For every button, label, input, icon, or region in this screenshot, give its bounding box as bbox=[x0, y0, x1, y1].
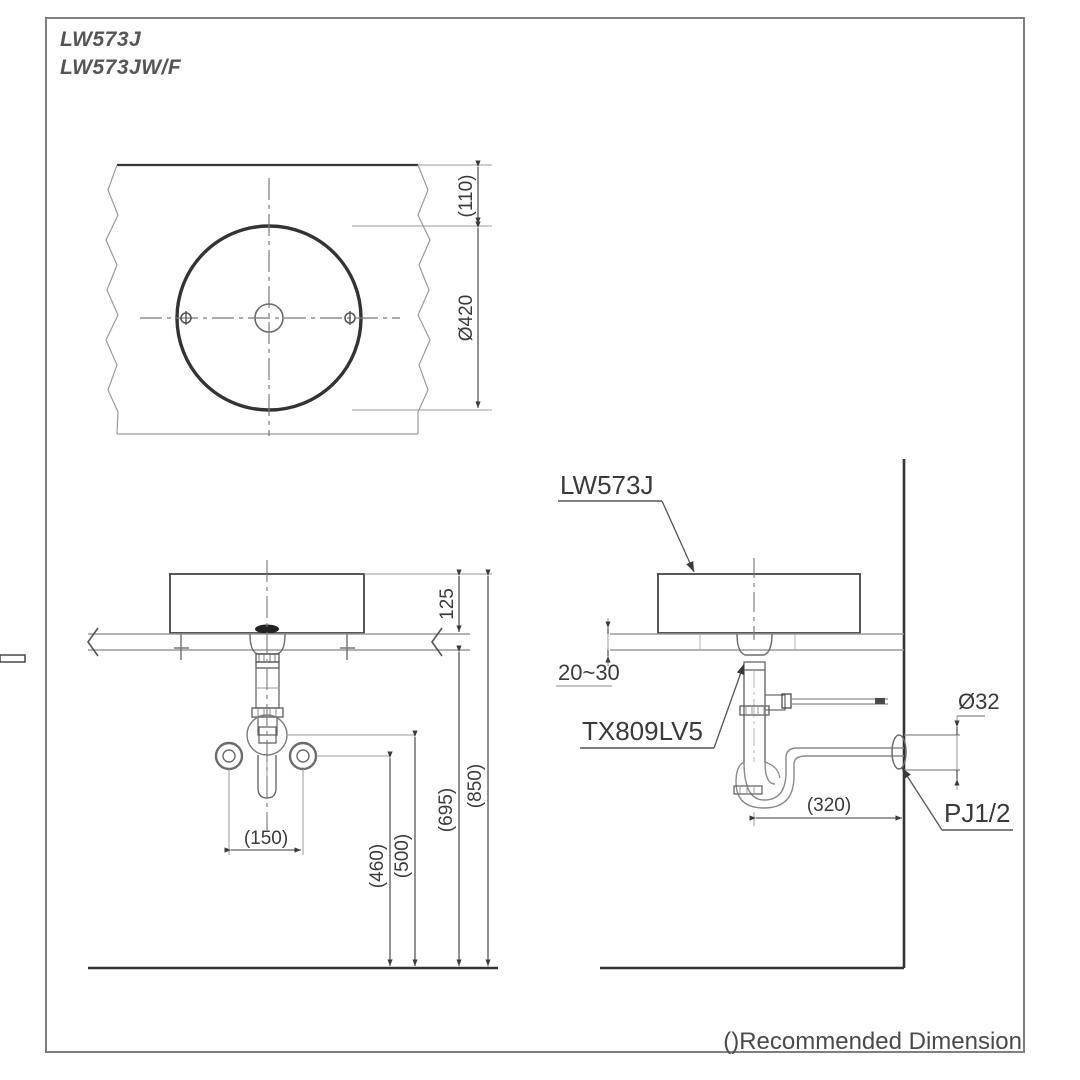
dimension-32-label: Ø32 bbox=[958, 689, 1000, 714]
front-supply-stops bbox=[214, 741, 318, 771]
dimension-20-30: 20~30 bbox=[556, 618, 620, 687]
dimension-320: (320) bbox=[749, 795, 902, 826]
title-block: LW573J LW573JW/F bbox=[60, 26, 181, 83]
dimension-150-label: (150) bbox=[244, 828, 288, 849]
side-basin-body bbox=[657, 573, 861, 634]
sheet-border bbox=[45, 17, 1025, 1053]
dimension-695-label: (695) bbox=[436, 788, 457, 832]
part-label-tx809lv5: TX809LV5 bbox=[580, 663, 745, 749]
side-drain-trap-assembly bbox=[0, 633, 960, 809]
fixing-marks bbox=[180, 311, 356, 325]
dimension-125-label: 125 bbox=[437, 588, 458, 620]
front-extension-lines bbox=[288, 573, 492, 757]
front-view: 125 (850) (695) (500) (460) bbox=[87, 560, 498, 970]
part-label-pj12: PJ1/2 bbox=[901, 767, 1013, 831]
dimension-125: 125 bbox=[437, 569, 462, 632]
dimension-420-label: Ø420 bbox=[456, 295, 477, 341]
part-label-pj12-text: PJ1/2 bbox=[944, 798, 1011, 828]
part-label-lw573j: LW573J bbox=[558, 470, 695, 573]
dimension-460: (460) bbox=[367, 751, 393, 966]
dimension-110: (110) bbox=[456, 160, 481, 224]
dimension-32: Ø32 bbox=[954, 689, 1000, 790]
dimension-110-label: (110) bbox=[456, 175, 477, 218]
dimension-850: (850) bbox=[465, 569, 491, 966]
dimension-20-30-label: 20~30 bbox=[558, 660, 620, 685]
title-line-1: LW573J bbox=[60, 28, 142, 51]
part-label-lw573j-text: LW573J bbox=[560, 470, 653, 500]
dimension-460-label: (460) bbox=[367, 844, 388, 888]
title-line-2: LW573JW/F bbox=[60, 56, 182, 80]
part-label-tx809lv5-text: TX809LV5 bbox=[582, 716, 703, 746]
front-counter-fixings bbox=[174, 634, 355, 660]
dimension-850-label: (850) bbox=[465, 764, 486, 808]
dimension-150: (150) bbox=[224, 769, 304, 855]
dimension-500-label: (500) bbox=[392, 834, 413, 878]
dimension-500: (500) bbox=[392, 730, 418, 966]
side-view: LW573J TX809LV5 PJ1/2 20~30 bbox=[0, 459, 1013, 970]
top-view: (110) Ø420 bbox=[105, 160, 492, 436]
dimension-420: Ø420 bbox=[456, 221, 481, 408]
top-view-counter-outline bbox=[105, 163, 431, 435]
dimension-320-label: (320) bbox=[807, 795, 851, 816]
side-counter-slab bbox=[610, 633, 904, 651]
front-counter-slab bbox=[87, 627, 470, 657]
top-view-centerlines bbox=[140, 178, 400, 436]
dimension-695: (695) bbox=[436, 645, 462, 966]
footer-note: ()Recommended Dimension bbox=[723, 1028, 1022, 1055]
front-drain-plug bbox=[255, 624, 279, 634]
